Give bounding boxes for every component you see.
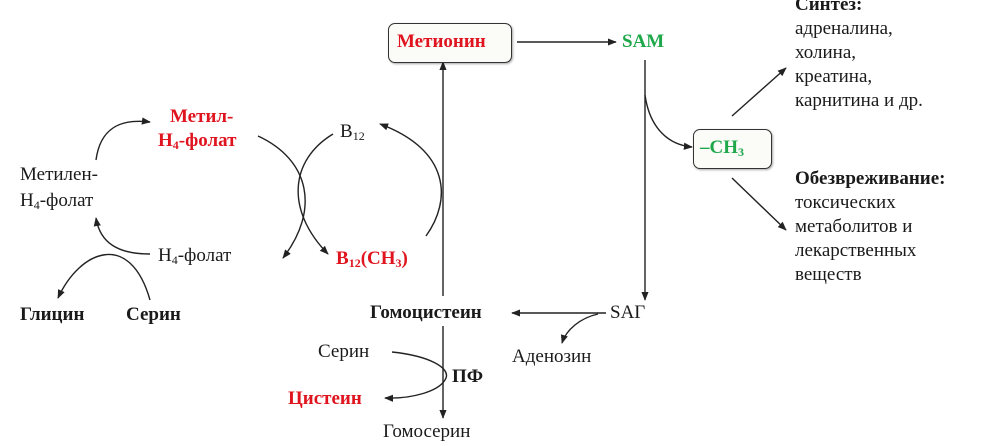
adenosine-label: Аденозин xyxy=(512,346,592,367)
b12-ch3-label: B12(CH3) xyxy=(336,248,408,270)
homocysteine-label: Гомоцистеин xyxy=(370,302,482,323)
synthesis-title: Синтез: xyxy=(795,0,863,15)
homoserine-label: Гомосерин xyxy=(383,421,471,442)
glycine-label: Глицин xyxy=(20,304,85,325)
ch3-box xyxy=(693,129,772,169)
synthesis-item: карнитина и др. xyxy=(795,90,923,111)
detox-block: Обезвреживание: токсических метаболитов … xyxy=(795,167,946,287)
arrow-serine-to-cysteine xyxy=(384,351,448,402)
synthesis-block: Синтез: адреналина, холина, креатина, ка… xyxy=(795,0,923,113)
cysteine-label: Цистеин xyxy=(288,388,362,409)
b12-label: B12 xyxy=(340,121,365,143)
arrow-ch3-to-synthesis xyxy=(731,67,787,117)
sag-label: SAГ xyxy=(610,302,646,323)
methylene-h4-folate-label: Метилен- H4-фолат xyxy=(20,164,98,212)
ch3-label: –CH3 xyxy=(700,137,744,159)
methionine-label: Метионин xyxy=(397,31,486,52)
arrow-ch3-to-detox xyxy=(731,177,787,231)
arrow-serine-to-glycine xyxy=(57,254,151,301)
h4-folate-label: H4-фолат xyxy=(158,245,232,267)
arrow-methylene-to-methyl xyxy=(95,117,151,161)
methyl-h4-folate-label: Метил- H4-фолат xyxy=(158,106,237,152)
arrow-sag-to-adenosine xyxy=(560,313,599,344)
serine-left-label: Серин xyxy=(126,304,181,325)
synthesis-item: креатина, xyxy=(795,66,873,87)
arrow-h4-to-methylene xyxy=(93,217,151,255)
arrow-b12-to-b12ch3 xyxy=(297,133,334,255)
detox-item: лекарственных xyxy=(795,240,917,261)
methionine-box xyxy=(388,23,512,63)
arrow-sam-to-ch3 xyxy=(644,94,693,150)
synthesis-item: холина, xyxy=(795,42,857,63)
sam-label: SAM xyxy=(622,31,665,52)
detox-item: веществ xyxy=(795,264,862,285)
detox-item: токсических xyxy=(795,192,896,213)
synthesis-item: адреналина, xyxy=(795,18,893,39)
serine-lower-label: Серин xyxy=(318,341,370,362)
pf-label: ПФ xyxy=(452,366,484,387)
arrow-methylh4-to-h4 xyxy=(257,135,306,259)
arrow-b12ch3-to-b12 xyxy=(379,123,443,237)
detox-item: метаболитов и xyxy=(795,216,913,237)
detox-title: Обезвреживание: xyxy=(795,168,946,189)
